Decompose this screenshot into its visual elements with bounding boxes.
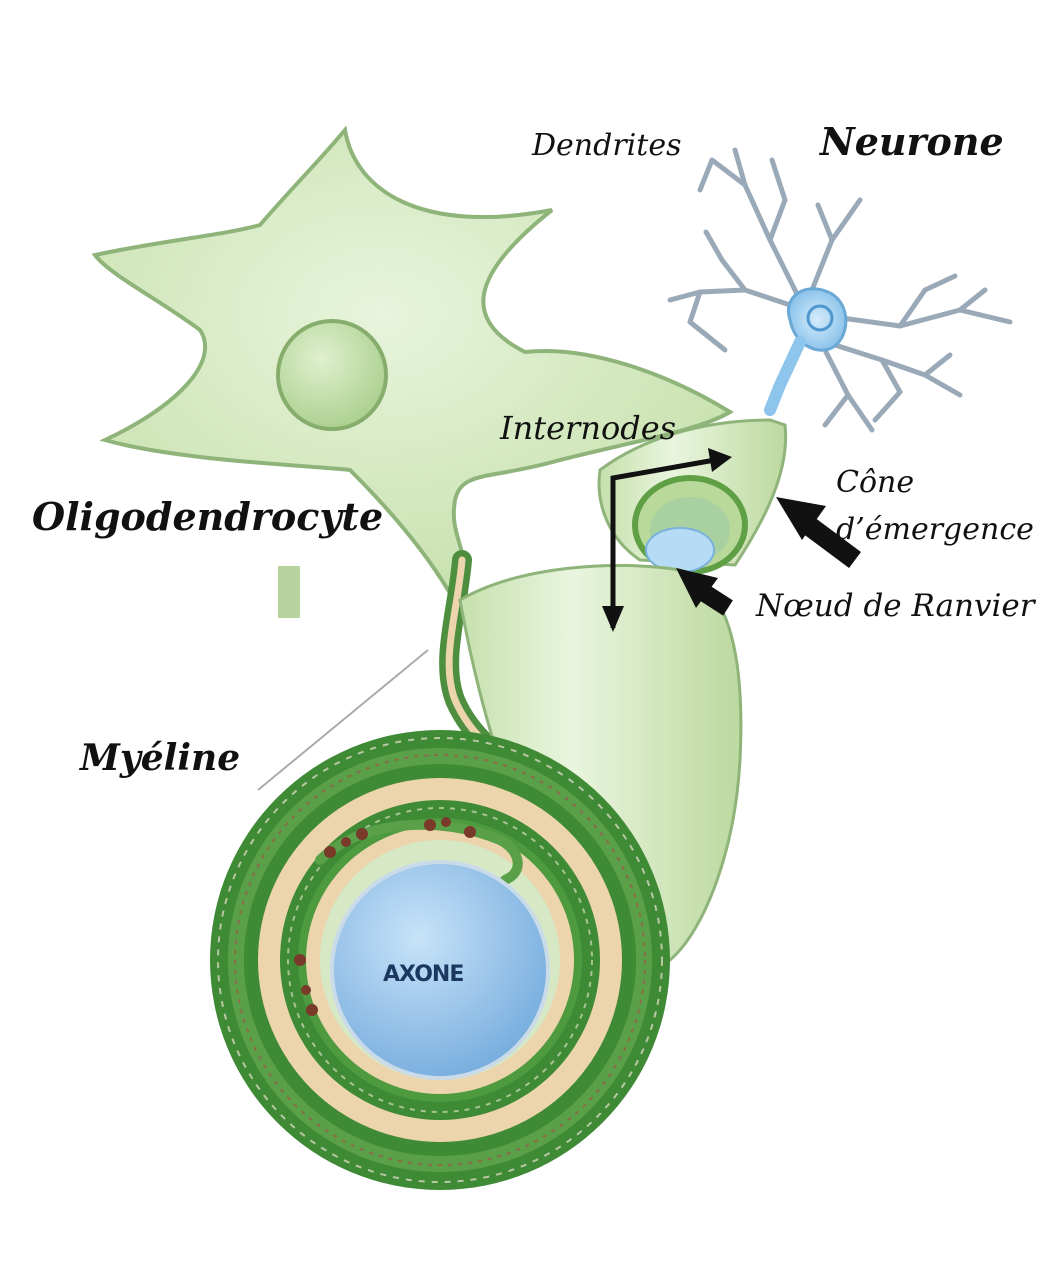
label-cone-line2: d’émergence bbox=[836, 511, 1034, 547]
oligodendrocyte-process bbox=[278, 566, 300, 618]
arrows bbox=[602, 448, 861, 632]
label-noeud-ranvier: Nœud de Ranvier bbox=[756, 588, 1035, 624]
internode-upper bbox=[597, 418, 788, 575]
ranvier-arrow bbox=[676, 568, 733, 616]
label-internodes: Internodes bbox=[500, 409, 677, 447]
neuron-nucleus bbox=[806, 304, 834, 332]
label-cone-line1: Cône bbox=[836, 465, 915, 500]
label-oligodendrocyte: Oligodendrocyte bbox=[32, 494, 384, 539]
label-myeline: Myéline bbox=[80, 737, 241, 779]
axon-cross-section bbox=[330, 860, 550, 1080]
neuron-axon bbox=[764, 336, 806, 416]
myelin-sheath bbox=[210, 563, 743, 1190]
internodes-arrowhead-down bbox=[602, 606, 624, 632]
cone-arrow bbox=[776, 497, 861, 569]
label-cone-emergence: Cône d’émergence bbox=[836, 460, 1034, 553]
internodes-arrowhead-right bbox=[708, 448, 732, 472]
label-axone: AXONE bbox=[383, 962, 464, 987]
label-neurone: Neurone bbox=[820, 119, 1004, 164]
neuron-soma bbox=[786, 287, 848, 352]
node-of-ranvier-axon bbox=[645, 527, 715, 573]
label-dendrites: Dendrites bbox=[532, 128, 682, 163]
cytoplasm-granules bbox=[294, 817, 476, 1016]
internodes-arrow bbox=[610, 457, 716, 628]
dendrites bbox=[667, 147, 1013, 433]
oligodendrocyte-nucleus bbox=[276, 319, 388, 431]
neuron bbox=[667, 147, 1013, 433]
